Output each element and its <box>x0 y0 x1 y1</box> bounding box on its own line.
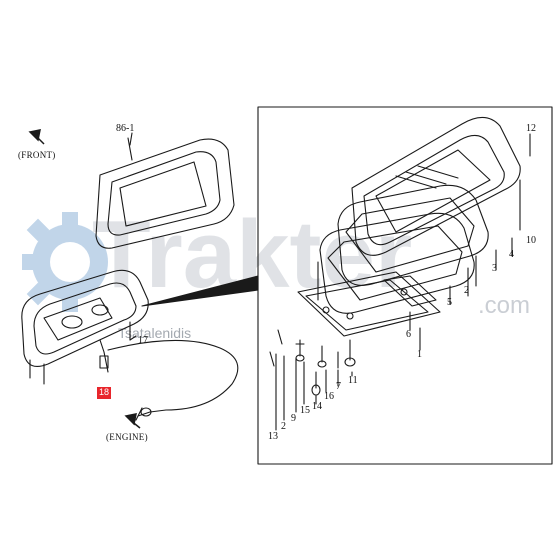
label-5: 5 <box>447 297 452 308</box>
label-2b: 2 <box>281 421 286 432</box>
label-1: 1 <box>417 349 422 360</box>
label-16: 16 <box>324 391 334 402</box>
label-2: 2 <box>464 285 469 296</box>
label-4: 4 <box>509 249 514 260</box>
speedometer-cable <box>107 339 239 413</box>
visor-detail <box>351 116 521 256</box>
label-13: 13 <box>268 431 278 442</box>
label-17: 17 <box>138 335 148 346</box>
label-10: 10 <box>526 235 536 246</box>
watermark-credit: Tsatalenidis <box>118 325 192 341</box>
visor-outline <box>95 138 235 249</box>
label-86-1: 86-1 <box>116 123 135 134</box>
label-12: 12 <box>526 123 536 134</box>
watermark-domain: .com <box>478 292 531 319</box>
label-6: 6 <box>406 329 411 340</box>
label-engine: (ENGINE) <box>106 432 148 442</box>
front-arrow-icon <box>28 129 45 145</box>
back-plate <box>297 271 441 337</box>
engine-arrow-icon <box>124 413 141 429</box>
cable-joint <box>99 339 109 373</box>
label-11: 11 <box>348 375 358 386</box>
label-3: 3 <box>492 263 497 274</box>
meter-body <box>319 212 475 314</box>
label-15: 15 <box>300 405 310 416</box>
label-9: 9 <box>291 413 296 424</box>
highlighted-part-18[interactable]: 18 <box>97 387 111 399</box>
meter-housing <box>21 269 149 367</box>
label-front: (FRONT) <box>18 150 56 160</box>
label-14: 14 <box>312 401 322 412</box>
label-7: 7 <box>336 381 341 392</box>
